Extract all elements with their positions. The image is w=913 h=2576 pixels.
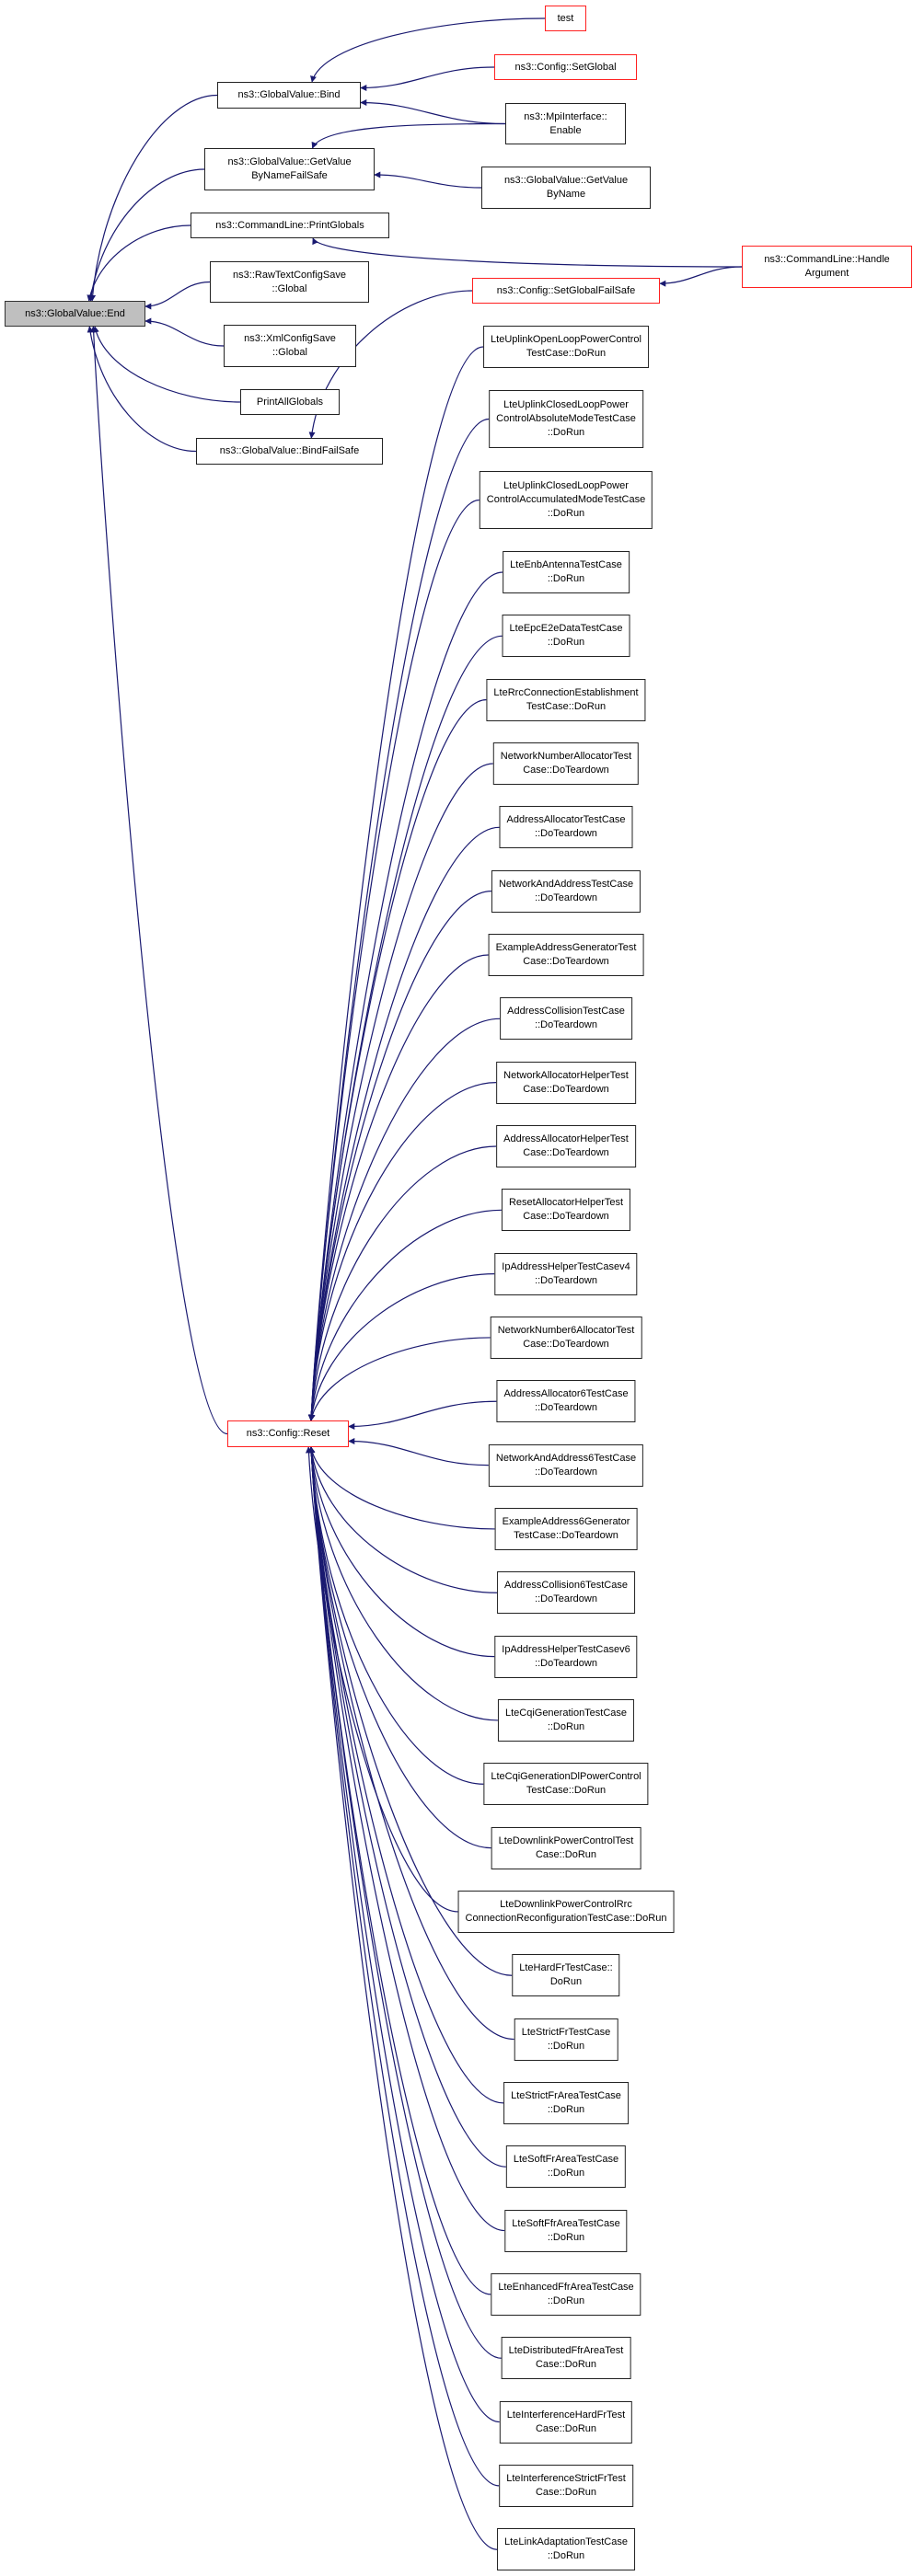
node-commandline-printglobals[interactable]: ns3::CommandLine::PrintGlobals bbox=[191, 213, 389, 238]
node-reset-caller[interactable]: LteLinkAdaptationTestCase ::DoRun bbox=[497, 2528, 635, 2571]
edge-rc12-to-reset bbox=[307, 1145, 497, 1421]
node-reset-caller[interactable]: NetworkAllocatorHelperTest Case::DoTeard… bbox=[496, 1061, 636, 1104]
node-getvaluebynamefailsafe[interactable]: ns3::GlobalValue::GetValue ByNameFailSaf… bbox=[204, 148, 375, 190]
node-reset-caller[interactable]: LteInterferenceHardFrTest Case::DoRun bbox=[499, 2400, 633, 2444]
node-config-reset[interactable]: ns3::Config::Reset bbox=[227, 1420, 349, 1447]
node-reset-caller[interactable]: LteUplinkClosedLoopPower ControlAbsolute… bbox=[489, 390, 643, 448]
edge-gvbnfs-to-end bbox=[87, 168, 205, 302]
edge-rc9-to-reset bbox=[307, 954, 489, 1421]
edge-rc26-to-reset bbox=[307, 1446, 514, 2041]
edge-rc34-to-reset bbox=[307, 1446, 498, 2550]
node-reset-caller[interactable]: AddressCollision6TestCase ::DoTeardown bbox=[497, 1571, 635, 1615]
edge-xml-to-end bbox=[144, 317, 225, 347]
edge-rc18-to-reset bbox=[308, 1446, 495, 1530]
node-commandline-handleargument[interactable]: ns3::CommandLine::Handle Argument bbox=[742, 246, 912, 288]
edge-rc20-to-reset bbox=[308, 1446, 495, 1658]
node-reset-caller[interactable]: LteUplinkOpenLoopPowerControl TestCase::… bbox=[483, 326, 649, 368]
edge-bind-to-end bbox=[89, 94, 218, 302]
node-mpiinterface-enable[interactable]: ns3::MpiInterface:: Enable bbox=[505, 103, 626, 144]
node-reset-caller[interactable]: LteEnhancedFfrAreaTestCase ::DoRun bbox=[491, 2272, 641, 2316]
node-reset-caller[interactable]: AddressAllocator6TestCase ::DoTeardown bbox=[496, 1380, 636, 1423]
edge-mpi-to-gvbnfs bbox=[311, 122, 506, 149]
node-reset-caller[interactable]: ExampleAddressGeneratorTest Case::DoTear… bbox=[488, 933, 644, 976]
edge-printglobals-to-end bbox=[87, 224, 191, 302]
node-reset-caller[interactable]: NetworkAndAddress6TestCase ::DoTeardown bbox=[488, 1443, 644, 1487]
edge-mpi-to-bind bbox=[360, 99, 506, 125]
node-reset-caller[interactable]: LteCqiGenerationTestCase ::DoRun bbox=[497, 1698, 635, 1742]
edge-test-to-bind bbox=[310, 17, 546, 83]
node-globalvalue-bind[interactable]: ns3::GlobalValue::Bind bbox=[217, 82, 361, 109]
node-rawtextconfigsave-global[interactable]: ns3::RawTextConfigSave ::Global bbox=[210, 261, 369, 303]
node-reset-caller[interactable]: LteSoftFrAreaTestCase ::DoRun bbox=[505, 2145, 627, 2189]
edge-rawtext-to-end bbox=[144, 281, 211, 310]
node-reset-caller[interactable]: IpAddressHelperTestCasev6 ::DoTeardown bbox=[494, 1635, 638, 1678]
node-reset-caller[interactable]: LteUplinkClosedLoopPower ControlAccumula… bbox=[479, 471, 653, 529]
node-globalvalue-end[interactable]: ns3::GlobalValue::End bbox=[5, 301, 145, 327]
edge-rc10-to-reset bbox=[307, 1018, 501, 1421]
node-reset-caller[interactable]: NetworkNumber6AllocatorTest Case::DoTear… bbox=[490, 1316, 642, 1359]
node-config-setglobal[interactable]: ns3::Config::SetGlobal bbox=[494, 54, 637, 80]
node-reset-caller[interactable]: LteDownlinkPowerControlTest Case::DoRun bbox=[491, 1826, 641, 1869]
node-xmlconfigsave-global[interactable]: ns3::XmlConfigSave ::Global bbox=[224, 325, 356, 367]
edge-reset-to-end bbox=[90, 326, 228, 1435]
edge-handlearg-to-printglobals bbox=[312, 237, 743, 268]
edge-rc32-to-reset bbox=[307, 1446, 500, 2423]
edge-rc28-to-reset bbox=[307, 1446, 506, 2168]
node-reset-caller[interactable]: LteStrictFrAreaTestCase ::DoRun bbox=[503, 2081, 629, 2124]
edge-rc13-to-reset bbox=[308, 1209, 502, 1421]
node-reset-caller[interactable]: LteStrictFrTestCase ::DoRun bbox=[514, 2018, 618, 2061]
edge-rc11-to-reset bbox=[307, 1082, 497, 1421]
node-config-setglobalfailsafe[interactable]: ns3::Config::SetGlobalFailSafe bbox=[472, 278, 660, 304]
edge-rc1-to-reset bbox=[307, 418, 490, 1421]
edge-rc8-to-reset bbox=[307, 891, 491, 1421]
node-reset-caller[interactable]: NetworkAndAddressTestCase ::DoTeardown bbox=[491, 869, 641, 913]
node-reset-caller[interactable]: AddressAllocatorTestCase ::DoTeardown bbox=[499, 806, 633, 849]
edge-setglobal-to-bind bbox=[360, 66, 495, 91]
node-reset-caller[interactable]: AddressAllocatorHelperTest Case::DoTeard… bbox=[496, 1124, 636, 1167]
edge-rc21-to-reset bbox=[307, 1446, 498, 1721]
node-reset-caller[interactable]: LteHardFrTestCase:: DoRun bbox=[512, 1954, 620, 1997]
edge-rc17-to-reset bbox=[348, 1438, 489, 1466]
node-reset-caller[interactable]: NetworkNumberAllocatorTest Case::DoTeard… bbox=[492, 742, 640, 785]
node-reset-caller[interactable]: AddressCollisionTestCase ::DoTeardown bbox=[500, 997, 632, 1041]
edge-rc19-to-reset bbox=[308, 1446, 498, 1593]
node-reset-caller[interactable]: LteSoftFfrAreaTestCase ::DoRun bbox=[504, 2209, 628, 2252]
edge-rc22-to-reset bbox=[307, 1446, 484, 1785]
node-reset-caller[interactable]: ExampleAddress6Generator TestCase::DoTea… bbox=[494, 1507, 638, 1550]
node-reset-caller[interactable]: LteEpcE2eDataTestCase ::DoRun bbox=[502, 615, 630, 658]
edge-rc14-to-reset bbox=[308, 1273, 495, 1421]
node-getvaluebyname[interactable]: ns3::GlobalValue::GetValue ByName bbox=[481, 167, 651, 209]
edge-rc2-to-reset bbox=[307, 499, 480, 1421]
node-reset-caller[interactable]: LteDownlinkPowerControlRrc ConnectionRec… bbox=[457, 1890, 675, 1933]
edge-rc5-to-reset bbox=[307, 699, 487, 1421]
edge-rc23-to-reset bbox=[307, 1446, 491, 1849]
node-reset-caller[interactable]: LteInterferenceStrictFrTest Case::DoRun bbox=[499, 2464, 633, 2507]
node-reset-caller[interactable]: LteDistributedFfrAreaTest Case::DoRun bbox=[501, 2337, 631, 2380]
node-reset-caller[interactable]: LteRrcConnectionEstablishment TestCase::… bbox=[486, 678, 646, 721]
edge-printall-to-end bbox=[92, 326, 241, 403]
node-test[interactable]: test bbox=[545, 6, 586, 31]
edge-rc16-to-reset bbox=[348, 1400, 497, 1430]
edge-rc4-to-reset bbox=[307, 635, 503, 1421]
node-printallglobals[interactable]: PrintAllGlobals bbox=[240, 389, 340, 415]
node-reset-caller[interactable]: LteCqiGenerationDlPowerControl TestCase:… bbox=[483, 1763, 649, 1806]
edge-gvbn-to-gvbnfs bbox=[374, 171, 482, 189]
edge-rc29-to-reset bbox=[307, 1446, 505, 2232]
edge-rc15-to-reset bbox=[308, 1337, 491, 1421]
node-reset-caller[interactable]: ResetAllocatorHelperTest Case::DoTeardow… bbox=[501, 1189, 631, 1232]
node-reset-caller[interactable]: IpAddressHelperTestCasev4 ::DoTeardown bbox=[494, 1252, 638, 1295]
edge-bindfs-to-end bbox=[87, 326, 197, 453]
edge-rc6-to-reset bbox=[307, 763, 493, 1421]
node-reset-caller[interactable]: LteEnbAntennaTestCase ::DoRun bbox=[503, 551, 630, 593]
node-globalvalue-bindfailsafe[interactable]: ns3::GlobalValue::BindFailSafe bbox=[196, 438, 383, 465]
edge-rc24-to-reset bbox=[305, 1446, 458, 1913]
edge-handlearg-to-setglobalfs bbox=[659, 266, 743, 287]
